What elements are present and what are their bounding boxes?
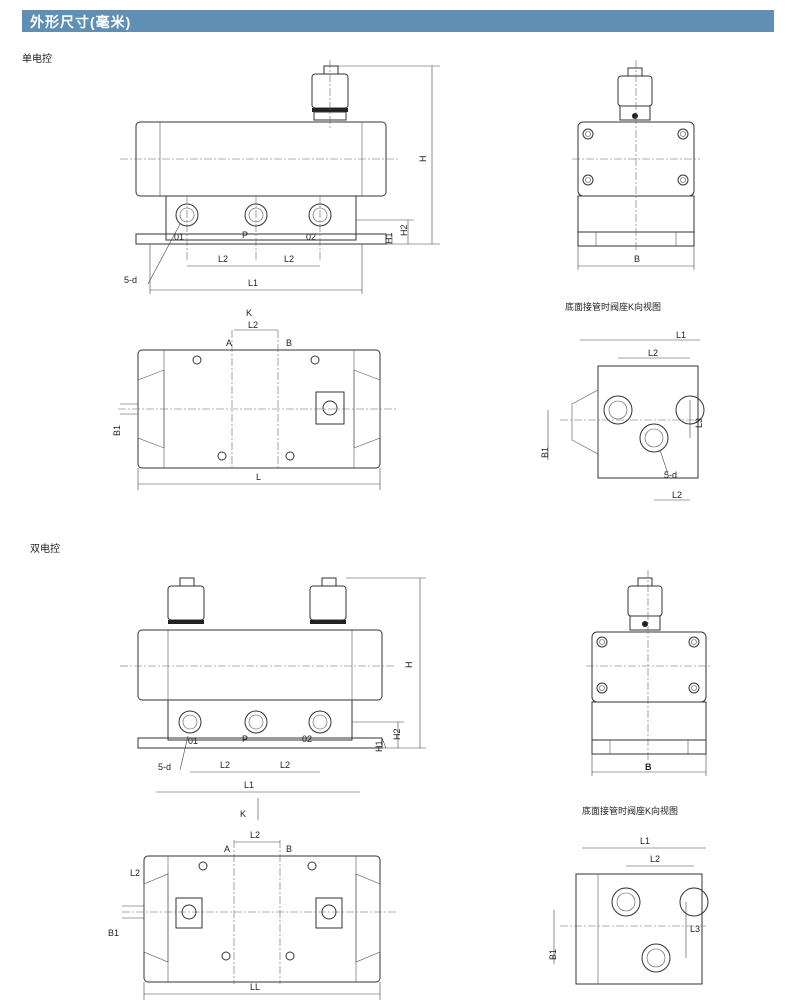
port-label-A-single: A	[226, 338, 232, 348]
port-label-02-double: 02	[302, 734, 312, 744]
double-front-view	[120, 577, 426, 820]
dim-LL-double: LL	[250, 982, 260, 992]
dim-L3-kview-single: L3	[694, 418, 704, 428]
dim-L1-double: L1	[244, 780, 254, 790]
section-label-single: 单电控	[22, 54, 52, 65]
dim-H-single: H	[418, 156, 428, 163]
solenoid-cap	[323, 65, 339, 75]
dim-H2-double: H2	[392, 728, 402, 740]
k-view-title-double: 底面接管时阀座K向视图	[582, 805, 678, 816]
section-label-double: 双电控	[30, 544, 60, 555]
dim-L2-top-double: L2	[250, 830, 260, 840]
dim-5d-kview-single: 5-d	[664, 470, 677, 480]
port-label-01-double: 01	[188, 736, 198, 746]
dim-H-double: H	[404, 662, 414, 669]
dim-L1-single: L1	[248, 278, 258, 288]
dim-L3-kview-double: L3	[690, 924, 700, 934]
dim-L-single: L	[256, 472, 261, 482]
dim-L2-kview-single: L2	[648, 348, 658, 358]
dim-L2-kview-double: L2	[650, 854, 660, 864]
dim-L2b-single: L2	[284, 254, 294, 264]
label-K-single: K	[246, 308, 252, 318]
dim-L1-kview-double: L1	[640, 836, 650, 846]
double-k-view	[553, 847, 709, 985]
header-title: 外形尺寸(毫米)	[30, 14, 132, 30]
single-front-view	[120, 60, 440, 294]
port-label-02-single: 02	[306, 232, 316, 242]
port-label-P-single: P	[242, 230, 248, 240]
single-k-view	[547, 339, 705, 501]
valve-base	[165, 195, 357, 241]
dim-L2b-double: L2	[280, 760, 290, 770]
double-side-view	[586, 570, 712, 776]
single-side-view	[572, 60, 700, 270]
dim-B1-single: B1	[112, 425, 122, 436]
port-label-A-double: A	[224, 844, 230, 854]
dim-L1-kview-single: L1	[676, 330, 686, 340]
dim-H1-double: H1	[374, 740, 384, 752]
single-top-view	[118, 329, 396, 490]
dim-5d-double: 5-d	[158, 762, 171, 772]
dim-B1-double: B1	[108, 928, 119, 938]
dim-H2-single: H2	[399, 224, 409, 236]
dim-B1-kview-single: B1	[540, 447, 550, 458]
dim-B-single: B	[634, 254, 640, 264]
dim-B1-kview-double: B1	[548, 949, 558, 960]
dim-L2a-double: L2	[220, 760, 230, 770]
label-K-double: K	[240, 809, 246, 819]
double-top-view	[122, 840, 396, 1000]
dim-H1-single: H1	[384, 232, 394, 244]
dim-L2b-kview-single: L2	[672, 490, 682, 500]
port-label-01-single: 01	[174, 232, 184, 242]
dim-5d-single: 5-d	[124, 275, 137, 285]
base-plate	[135, 233, 387, 245]
port-label-B-single: B	[286, 338, 292, 348]
port-label-P-double: P	[242, 734, 248, 744]
dim-L2-left-double: L2	[130, 868, 140, 878]
dim-L2-top-single: L2	[248, 320, 258, 330]
port-label-B-double: B	[286, 844, 292, 854]
dim-L2a-single: L2	[218, 254, 228, 264]
dim-B-double: B	[645, 762, 652, 772]
k-view-title-single: 底面接管时阀座K向视图	[565, 301, 661, 312]
header-bar: 外形尺寸(毫米)	[22, 10, 774, 32]
